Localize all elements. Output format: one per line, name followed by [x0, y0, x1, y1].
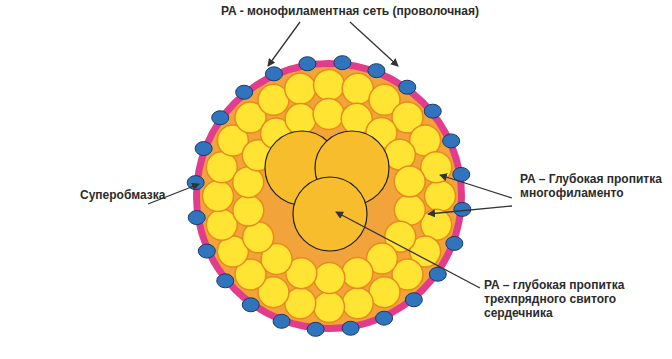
outer-coating: [193, 60, 465, 332]
coating-label: Суперобмазка: [80, 188, 180, 202]
multifilament-label: PA – Глубокая пропитка многофиламенто: [520, 172, 666, 200]
monofilament-label: PA - монофиламентная сеть (проволочная): [200, 4, 500, 18]
filament-matrix: [200, 67, 458, 325]
three-strand-core: [265, 131, 389, 251]
monofilament-net: [187, 56, 471, 337]
leader-lines: [148, 22, 512, 288]
multifilaments: [203, 70, 456, 323]
core-label: PA – глубокая пропитка трехпрядного свит…: [484, 278, 664, 320]
